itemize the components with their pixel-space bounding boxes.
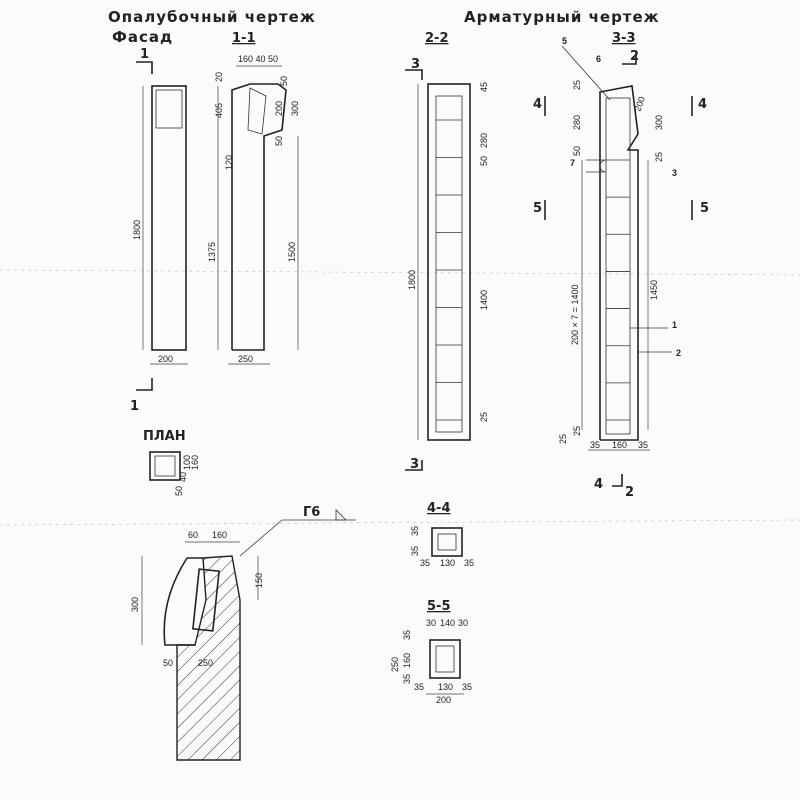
dim: 20 <box>214 72 224 82</box>
section-1-1-view: 160 40 50 20 405 50 200 300 50 120 1375 … <box>207 54 300 365</box>
dim: 140 <box>440 618 455 628</box>
cut-mark-4: 4 <box>533 97 542 112</box>
cut-mark-2: 2 <box>630 49 639 64</box>
cut-mark-1b: 1 <box>130 399 139 414</box>
dim: 1500 <box>287 242 297 262</box>
section-3-3-label: 3-3 <box>612 31 636 46</box>
dim: 1800 <box>407 270 417 290</box>
section-5-5-view: 5-5 30 140 30 35 160 250 35 35 130 35 20… <box>390 599 472 705</box>
dim: 120 <box>224 155 234 170</box>
dim: 300 <box>290 101 300 116</box>
section-4-4-view: 4-4 35 35 35 130 35 <box>410 501 474 568</box>
dim: 250 <box>390 657 400 672</box>
dim: 1450 <box>649 280 659 300</box>
dim: 50 <box>479 156 489 166</box>
dim: 35 <box>410 546 420 556</box>
dim: 35 <box>402 630 412 640</box>
dim: 30 <box>458 618 468 628</box>
dim: 130 <box>440 558 455 568</box>
dim: 250 <box>198 658 213 668</box>
dim: 60 <box>188 530 198 540</box>
section-2-2-label: 2-2 <box>425 31 449 46</box>
top-detail-view: Г6 60 160 300 150 50 250 <box>130 505 356 761</box>
dim: 50 <box>174 486 184 496</box>
dim: 35 <box>410 526 420 536</box>
dim: 35 <box>414 682 424 692</box>
dim: 30 <box>426 618 436 628</box>
position-7: 7 <box>570 158 575 168</box>
section-3-3-view: 5 6 2 7 3 1 2 4 4 5 5 25 280 50 200 300 … <box>533 36 709 500</box>
cut-mark-3b: 3 <box>410 457 419 472</box>
dim: 200 <box>436 695 451 705</box>
dim: 25 <box>479 412 489 422</box>
cut-mark-3: 3 <box>411 57 420 72</box>
dim: 50 <box>163 658 173 668</box>
fold-line <box>0 519 800 526</box>
dim: 150 <box>254 573 264 588</box>
dim: 300 <box>130 597 140 612</box>
dim: 160 40 50 <box>238 54 278 64</box>
cut-mark-2b: 2 <box>625 485 634 500</box>
position-6: 6 <box>596 54 601 64</box>
facade-width-dim: 200 <box>158 354 173 364</box>
dim: 405 <box>214 103 224 118</box>
dim: 50 <box>572 146 582 156</box>
dim: 35 <box>402 674 412 684</box>
plan-view: ПЛАН 100 160 40 50 <box>143 429 200 496</box>
dim: 25 <box>572 426 582 436</box>
dim: 280 <box>572 115 582 130</box>
dim: 250 <box>238 354 253 364</box>
dim: 35 <box>590 440 600 450</box>
dim: 1375 <box>207 242 217 262</box>
dim: 200 <box>274 101 284 116</box>
dim: 45 <box>479 82 489 92</box>
position-1: 1 <box>672 320 677 330</box>
weld-label: Г6 <box>303 505 320 520</box>
dim: 25 <box>654 152 664 162</box>
dim: 200 × 7 = 1400 <box>570 284 580 345</box>
dim: 130 <box>438 682 453 692</box>
section-1-1-label: 1-1 <box>232 31 256 46</box>
cut-mark-1: 1 <box>140 47 149 62</box>
position-3: 3 <box>672 168 677 178</box>
dim: 50 <box>274 136 284 146</box>
position-5: 5 <box>562 36 567 46</box>
dim: 25 <box>558 434 568 444</box>
reinforcement-title: Арматурный чертеж <box>464 8 660 26</box>
cut-mark-4b: 4 <box>698 97 707 112</box>
dim: 35 <box>462 682 472 692</box>
dim: 280 <box>479 133 489 148</box>
dim: 160 <box>190 455 200 470</box>
plan-title: ПЛАН <box>143 429 186 444</box>
dim: 35 <box>420 558 430 568</box>
section-2-2-view: 3 1800 45 280 50 1400 25 3 <box>405 57 489 472</box>
facade-view: 1 1800 200 1 <box>130 47 188 414</box>
dim: 160 <box>402 653 412 668</box>
dim: 50 <box>279 76 289 86</box>
dim: 35 <box>464 558 474 568</box>
dim: 200 <box>632 95 647 113</box>
facade-title: Фасад <box>112 28 173 46</box>
cut-mark-5b: 5 <box>700 201 709 216</box>
section-5-5-label: 5-5 <box>427 599 451 614</box>
dim: 35 <box>638 440 648 450</box>
dim: 160 <box>612 440 627 450</box>
cut-mark-5: 5 <box>533 201 542 216</box>
position-2: 2 <box>676 348 681 358</box>
cut-mark-4c: 4 <box>594 477 603 492</box>
facade-height-dim: 1800 <box>132 220 142 240</box>
dim: 100 <box>182 455 192 470</box>
dim: 1400 <box>479 290 489 310</box>
section-4-4-label: 4-4 <box>427 501 451 516</box>
dim: 300 <box>654 115 664 130</box>
formwork-title: Опалубочный чертеж <box>108 8 316 26</box>
dim: 160 <box>212 530 227 540</box>
dim: 40 <box>178 472 188 482</box>
dim: 25 <box>572 80 582 90</box>
fold-line <box>0 269 800 276</box>
